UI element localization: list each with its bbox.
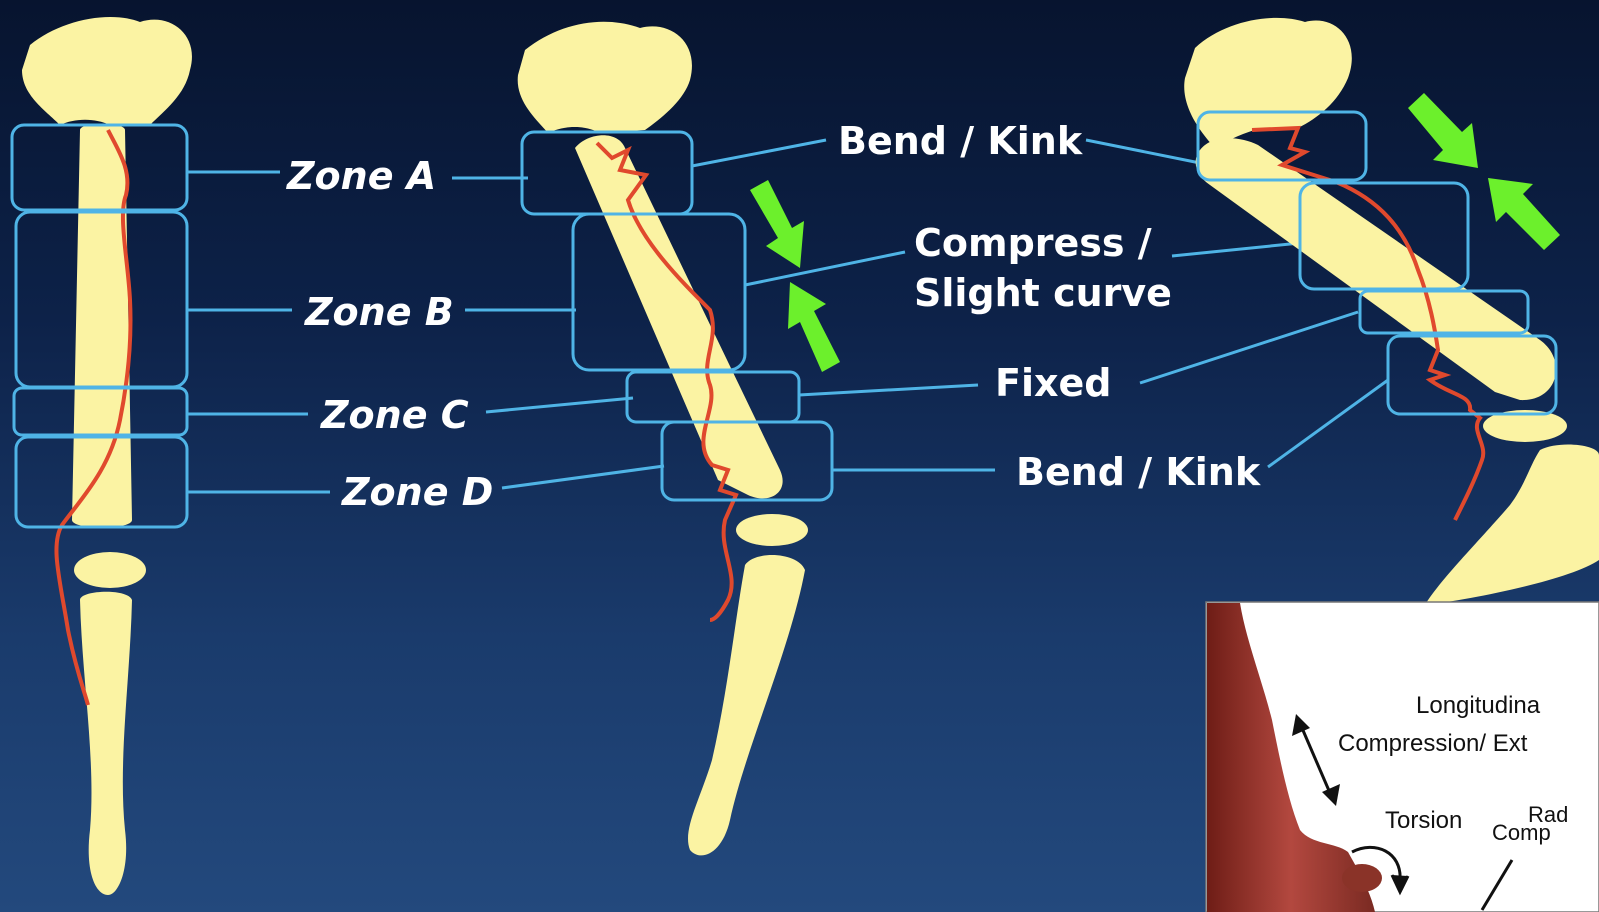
tibia-flexed (688, 555, 805, 855)
bend-kink-bottom-label: Bend / Kink (1016, 450, 1261, 494)
fixed-label: Fixed (995, 361, 1111, 405)
compress-arrow-up-flexed (788, 282, 840, 372)
inset-longitudinal-label: Longitudina (1416, 692, 1541, 719)
leg-straight (12, 17, 192, 895)
zone-d-line-right (502, 466, 664, 488)
femur-head-flexed (518, 22, 692, 133)
bend-kink-top-label: Bend / Kink (838, 119, 1083, 163)
compress-arrow-down-deep-flexed (1408, 93, 1478, 168)
femur-shaft-deep-flexed (1196, 138, 1556, 400)
patella-straight (74, 552, 146, 588)
compress-line-right (1172, 243, 1300, 256)
fixed-line-left (799, 385, 978, 395)
zone-c-label: Zone C (320, 393, 469, 437)
compress-arrow-up-deep-flexed (1488, 178, 1560, 250)
patella-flexed (736, 514, 808, 546)
compress-arrow-down-flexed (750, 180, 804, 268)
zone-a-label: Zone A (286, 154, 436, 198)
compress-label-line1: Compress / (914, 221, 1152, 265)
compress-label-line2: Slight curve (914, 271, 1172, 315)
bend-kink-top-line-left (692, 140, 826, 166)
leg-deep-flexed (1184, 18, 1599, 605)
fixed-line-right (1140, 312, 1358, 383)
inset-torsion-label: Torsion (1385, 807, 1462, 834)
inset-vessel-bulge (1342, 864, 1382, 892)
inset-compression-extension-label: Compression/ Ext (1338, 730, 1528, 757)
tibia-deep-flexed (1425, 445, 1599, 605)
zone-c-line-right (486, 398, 633, 412)
zone-d-label: Zone D (341, 470, 493, 514)
femur-head-straight (22, 17, 192, 125)
inset-vessel-forces-panel: Longitudina Compression/ Ext Torsion Rad… (1206, 602, 1599, 912)
zone-b-label: Zone B (304, 290, 454, 334)
tibia-straight (80, 592, 132, 895)
bend-kink-bottom-line-right (1268, 380, 1388, 467)
bend-kink-top-line-right (1086, 140, 1200, 163)
compress-line-left (745, 252, 905, 285)
inset-radial-label-line2: Comp (1492, 820, 1551, 845)
